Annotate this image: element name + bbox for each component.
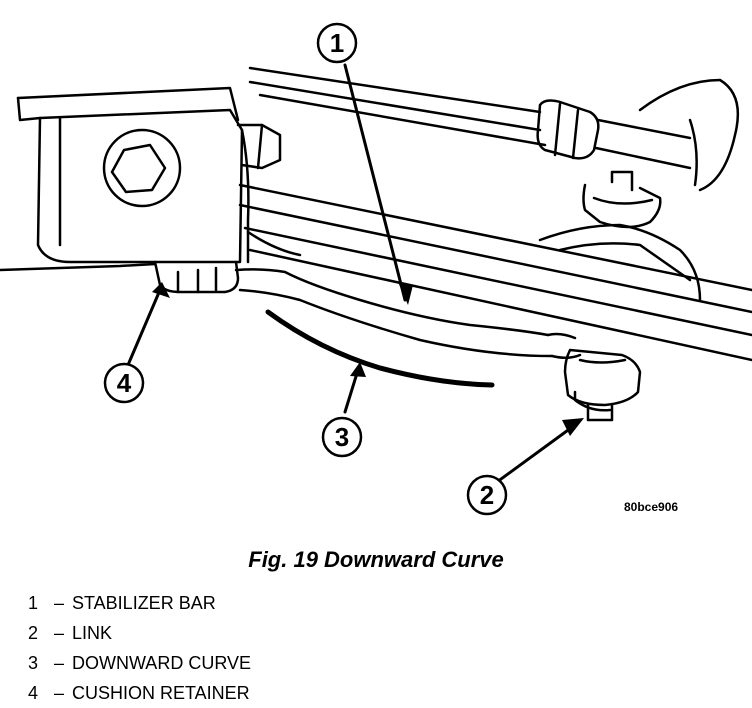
tie-rod xyxy=(248,66,740,192)
callout-3: 3 xyxy=(321,416,363,458)
legend-number: 4 xyxy=(28,683,39,703)
arrowheads xyxy=(152,282,584,436)
callout-4: 4 xyxy=(103,362,145,404)
legend-label: CUSHION RETAINER xyxy=(72,683,250,703)
legend-dash: – xyxy=(53,593,64,613)
callout-circle xyxy=(466,474,508,516)
legend-number: 2 xyxy=(28,623,39,643)
image-code: 80bce906 xyxy=(624,500,679,514)
callout-2: 2 xyxy=(466,474,508,516)
legend-dash: – xyxy=(53,623,64,643)
legend-dash: – xyxy=(53,683,64,703)
legend-item: 4–CUSHION RETAINER xyxy=(28,678,251,708)
mounting-bracket xyxy=(16,86,282,264)
callout-circle xyxy=(103,362,145,404)
figure-caption: Fig. 19 Downward Curve xyxy=(248,547,504,572)
legend-number: 1 xyxy=(28,593,39,613)
legend-list: 1–STABILIZER BAR 2–LINK 3–DOWNWARD CURVE… xyxy=(28,588,251,708)
hex-bolt-head xyxy=(102,128,182,208)
link-part xyxy=(563,170,662,422)
callout-circle xyxy=(316,22,358,64)
legend-label: DOWNWARD CURVE xyxy=(72,653,251,673)
legend-item: 3–DOWNWARD CURVE xyxy=(28,648,251,678)
callout-1: 1 xyxy=(316,22,358,64)
frame-rail xyxy=(238,183,752,362)
stabilizer-bar-diagram: 1 2 3 4 xyxy=(0,22,752,516)
stabilizer-bar-part xyxy=(234,223,702,359)
callout-number: 3 xyxy=(335,422,349,452)
legend-label: LINK xyxy=(72,623,113,643)
downward-curve-arc xyxy=(265,309,495,388)
callout-number: 4 xyxy=(117,368,132,398)
legend-dash: – xyxy=(53,653,64,673)
leader-lines xyxy=(126,63,577,492)
callout-number: 2 xyxy=(480,480,494,510)
legend-number: 3 xyxy=(28,653,39,673)
legend-label: STABILIZER BAR xyxy=(72,593,216,613)
cushion-retainer-part xyxy=(0,260,240,294)
callout-number: 1 xyxy=(330,28,344,58)
callout-circle xyxy=(321,416,363,458)
legend-item: 2–LINK xyxy=(28,618,251,648)
legend-item: 1–STABILIZER BAR xyxy=(28,588,251,618)
